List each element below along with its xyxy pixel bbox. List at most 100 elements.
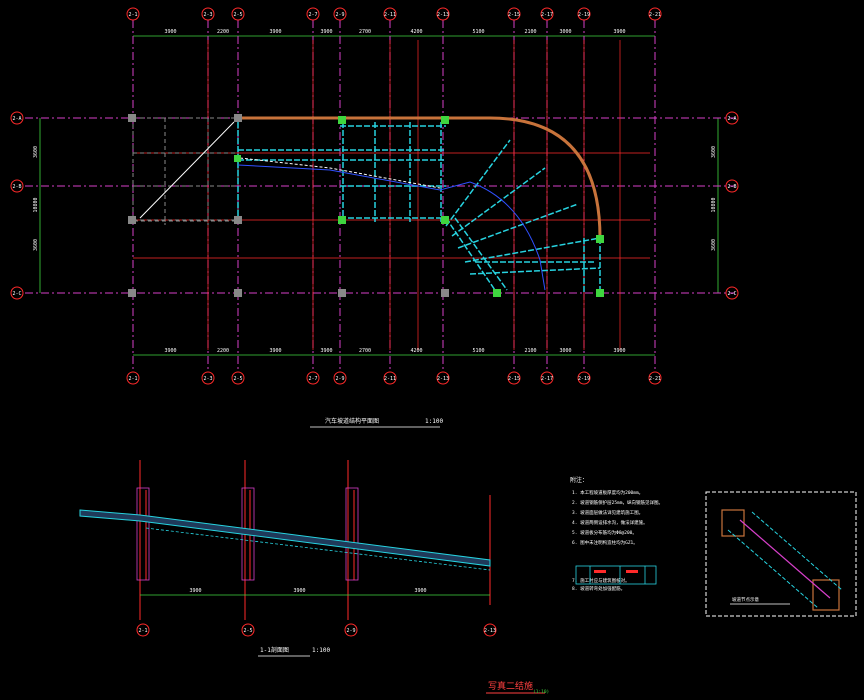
svg-text:2-21: 2-21 — [649, 12, 661, 18]
dim-bottom: 5100 — [472, 348, 484, 354]
svg-text:2-9: 2-9 — [346, 628, 355, 634]
svg-text:2-17: 2-17 — [541, 12, 553, 18]
vertical-grid-lines — [132, 20, 656, 372]
grid-bubble-right: 2-C — [725, 286, 739, 300]
detail-frame — [705, 491, 857, 617]
grid-bubble-top: 2-9 — [333, 7, 347, 21]
dim-top: 4200 — [410, 29, 422, 35]
dim-top: 3900 — [320, 29, 332, 35]
dim-bottom: 4200 — [410, 348, 422, 354]
grid-bubble-top: 2-5 — [231, 7, 245, 21]
dim-top: 3900 — [269, 29, 281, 35]
horizontal-grid-lines — [25, 117, 735, 294]
ramp-beams — [237, 122, 601, 294]
grid-bubble-bottom: 2-21 — [648, 371, 662, 385]
dim-bottom: 3900 — [164, 348, 176, 354]
svg-text:2-3: 2-3 — [203, 376, 212, 382]
svg-text:2-11: 2-11 — [384, 376, 396, 382]
dim-top: 3900 — [613, 29, 625, 35]
section-dim: 3900 — [189, 588, 201, 594]
grid-bubble-right: 2-A — [725, 111, 739, 125]
dim-right: 3600 — [711, 239, 717, 251]
grid-bubble-bottom: 2-3 — [201, 371, 215, 385]
detail-label: 坡道节点示意 — [732, 596, 759, 603]
svg-text:2-1: 2-1 — [128, 376, 137, 382]
svg-text:2-5: 2-5 — [243, 628, 252, 634]
grid-bubble-left: 2-B — [10, 179, 24, 193]
curved-edge-beam — [238, 116, 602, 239]
svg-text:2-C: 2-C — [12, 291, 21, 297]
red-axis-lines — [133, 40, 650, 350]
dim-right: 10800 — [711, 197, 717, 212]
grid-bubble-bottom: 2-11 — [383, 371, 397, 385]
plan-scale: 1:100 — [425, 418, 443, 425]
section-title: 1-1剖面图 — [260, 646, 289, 654]
svg-text:2-13: 2-13 — [437, 376, 449, 382]
dim-top: 2200 — [217, 29, 229, 35]
grid-bubble-right: 2-B — [725, 179, 739, 193]
detail-column-bottom — [812, 579, 840, 611]
grid-bubble-left: 2-C — [10, 286, 24, 300]
stamp-sub: (1:10) — [533, 689, 549, 695]
detail-beam-b — [727, 529, 819, 609]
section-grid-bubble: 2-9 — [344, 623, 358, 637]
dim-bottom: 3900 — [269, 348, 281, 354]
svg-text:2-17: 2-17 — [541, 376, 553, 382]
svg-text:2-15: 2-15 — [508, 12, 520, 18]
section-ramp-soffit — [145, 527, 491, 571]
svg-text:2-A: 2-A — [12, 116, 21, 122]
svg-text:2-19: 2-19 — [578, 12, 590, 18]
stamp-text: 写真二结施 — [488, 680, 533, 692]
section-dim: 3900 — [293, 588, 305, 594]
dim-bottom: 3900 — [613, 348, 625, 354]
grid-bubble-bottom: 2-13 — [436, 371, 450, 385]
columns — [128, 114, 604, 297]
plan-frame — [39, 35, 719, 356]
grid-bubble-top: 2-19 — [577, 7, 591, 21]
grid-bubble-top: 2-13 — [436, 7, 450, 21]
svg-text:2-15: 2-15 — [508, 376, 520, 382]
detail-beam-c — [751, 511, 843, 591]
notes-list: 1. 本工程坡道板厚度均为200mm。2. 坡道钢筋保护层25mm，纵向钢筋见详… — [572, 489, 663, 592]
dim-top: 2100 — [524, 29, 536, 35]
svg-text:2-5: 2-5 — [233, 12, 242, 18]
dimension-labels: 3900 2200 3900 3900 2700 4200 5100 2100 3000 3900… — [33, 29, 717, 354]
note-line: 4. 坡道两侧设排水沟，做法详建施。 — [572, 519, 648, 526]
grid-bubble-top: 2-3 — [201, 7, 215, 21]
detail-column-top — [721, 509, 745, 537]
svg-text:2-13: 2-13 — [437, 12, 449, 18]
grid-bubble-top: 2-1 — [126, 7, 140, 21]
dim-bottom: 2700 — [359, 348, 371, 354]
svg-text:2-13: 2-13 — [484, 628, 496, 634]
left-structure-grid — [132, 117, 239, 225]
notes-title: 附注： — [570, 476, 588, 484]
ramp-centerline — [237, 164, 546, 291]
grid-bubble-bottom: 2-7 — [306, 371, 320, 385]
svg-text:2-A: 2-A — [727, 116, 736, 122]
note-line: 8. 坡道转弯处加强配筋。 — [572, 585, 625, 592]
detail-beam-a — [739, 519, 831, 599]
grid-bubble-top: 2-7 — [306, 7, 320, 21]
dim-top: 5100 — [472, 29, 484, 35]
dim-left: 3600 — [33, 146, 39, 158]
dim-top: 3000 — [559, 29, 571, 35]
svg-text:2-C: 2-C — [727, 291, 736, 297]
svg-text:2-9: 2-9 — [335, 376, 344, 382]
grid-bubble-left: 2-A — [10, 111, 24, 125]
grid-bubble-bottom: 2-15 — [507, 371, 521, 385]
section-grid-bubble: 2-5 — [241, 623, 255, 637]
dim-top: 2700 — [359, 29, 371, 35]
ramp-slope-line — [239, 157, 441, 189]
dim-left: 10800 — [33, 197, 39, 212]
dim-bottom: 2100 — [524, 348, 536, 354]
notes-detail-bars — [594, 570, 638, 573]
section-grid-bubble: 2-1 — [136, 623, 150, 637]
dim-top: 3900 — [164, 29, 176, 35]
diagonal-brace — [139, 121, 235, 219]
dim-left: 3600 — [33, 239, 39, 251]
grid-bubble-top: 2-21 — [648, 7, 662, 21]
svg-text:2-5: 2-5 — [233, 376, 242, 382]
svg-text:2-9: 2-9 — [335, 12, 344, 18]
section-grid-bubble: 2-13 — [483, 623, 497, 637]
